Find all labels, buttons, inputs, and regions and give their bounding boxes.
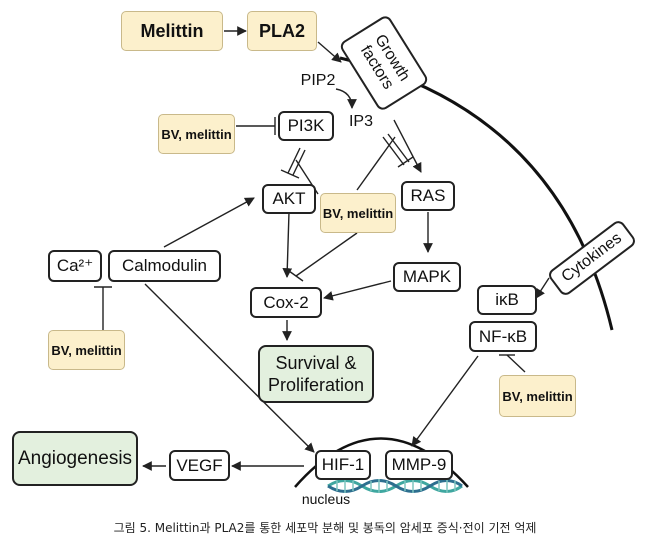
cox2-label: Cox-2	[263, 292, 309, 312]
ras-label: RAS	[410, 186, 446, 205]
inhibitor-nfkb-box: BV, melittin	[499, 375, 576, 417]
inhibitor-center-label: BV, melittin	[322, 205, 394, 221]
arrow-mapk-cox2	[323, 280, 392, 301]
mapk-label: MAPK	[402, 267, 452, 286]
vegf-label: VEGF	[176, 455, 223, 475]
inhibitor-calcium-label: BV, melittin	[51, 342, 122, 358]
survival-proliferation-box: Survival & Proliferation	[258, 345, 374, 403]
calcium-box: Ca²⁺	[48, 250, 102, 282]
nfkb-box: NF-κB	[469, 321, 537, 352]
inhibit-pi3k	[236, 117, 276, 135]
survival-proliferation-label: Survival & Proliferation	[267, 353, 365, 395]
calcium-label: Ca²⁺	[56, 256, 94, 275]
arrow-cytokines-ikb	[535, 277, 550, 299]
arrow-pip2-ip3	[335, 88, 357, 109]
angiogenesis-label: Angiogenesis	[17, 447, 133, 469]
inhibitor-pi3k-box: BV, melittin	[158, 114, 235, 154]
arrow-calmodulin-akt	[163, 197, 255, 248]
arrow-nfkb-mmp9	[411, 355, 479, 447]
inhibit-ip3-ras	[382, 133, 414, 168]
melittin-label: Melittin	[140, 20, 204, 41]
arrow-calmodulin-hif1	[144, 283, 315, 453]
vegf-box: VEGF	[169, 450, 230, 481]
inhibit-center-cox2	[288, 232, 358, 282]
inhibitor-calcium-box: BV, melittin	[48, 330, 125, 370]
mapk-box: MAPK	[393, 262, 461, 292]
akt-label: AKT	[272, 189, 306, 208]
pla2-label: PLA2	[258, 20, 305, 41]
calmodulin-box: Calmodulin	[108, 250, 221, 282]
arrow-akt-cox2	[282, 211, 293, 278]
angiogenesis-box: Angiogenesis	[12, 431, 138, 486]
ras-box: RAS	[401, 181, 455, 211]
inhibitor-pi3k-label: BV, melittin	[161, 126, 232, 142]
calmodulin-label: Calmodulin	[121, 256, 208, 275]
arrow-pla2-growth-factors	[317, 41, 342, 63]
inhibit-pi3k-akt	[280, 147, 306, 179]
figure-caption: 그림 5. Melittin과 PLA2를 통한 세포막 분해 및 봉독의 암세…	[113, 521, 537, 535]
pi3k-box: PI3K	[278, 111, 334, 141]
inhibit-calcium	[94, 286, 112, 330]
melittin-box: Melittin	[121, 11, 223, 51]
pi3k-label: PI3K	[287, 116, 325, 135]
hif1-box: HIF-1	[315, 450, 371, 480]
inhibit-nfkb	[499, 354, 526, 373]
ikb-label: iκB	[495, 290, 519, 309]
cox2-box: Cox-2	[250, 287, 322, 318]
pla2-box: PLA2	[247, 11, 317, 51]
inhibitor-center-box: BV, melittin	[320, 193, 396, 233]
inhibit-center-ras	[356, 136, 396, 191]
ikb-box: iκB	[477, 285, 537, 315]
ip3-label: IP3	[348, 113, 373, 130]
nfkb-label: NF-κB	[478, 326, 528, 346]
pip2-label: PIP2	[300, 72, 336, 89]
dna-helix-icon	[327, 479, 463, 493]
nucleus-label: nucleus	[301, 491, 351, 507]
hif1-label: HIF-1	[321, 455, 365, 474]
mmp9-box: MMP-9	[385, 450, 453, 480]
inhibitor-nfkb-label: BV, melittin	[502, 388, 573, 404]
arrow-growth-factors-ras	[393, 119, 422, 173]
akt-box: AKT	[262, 184, 316, 214]
mmp9-label: MMP-9	[391, 455, 447, 474]
